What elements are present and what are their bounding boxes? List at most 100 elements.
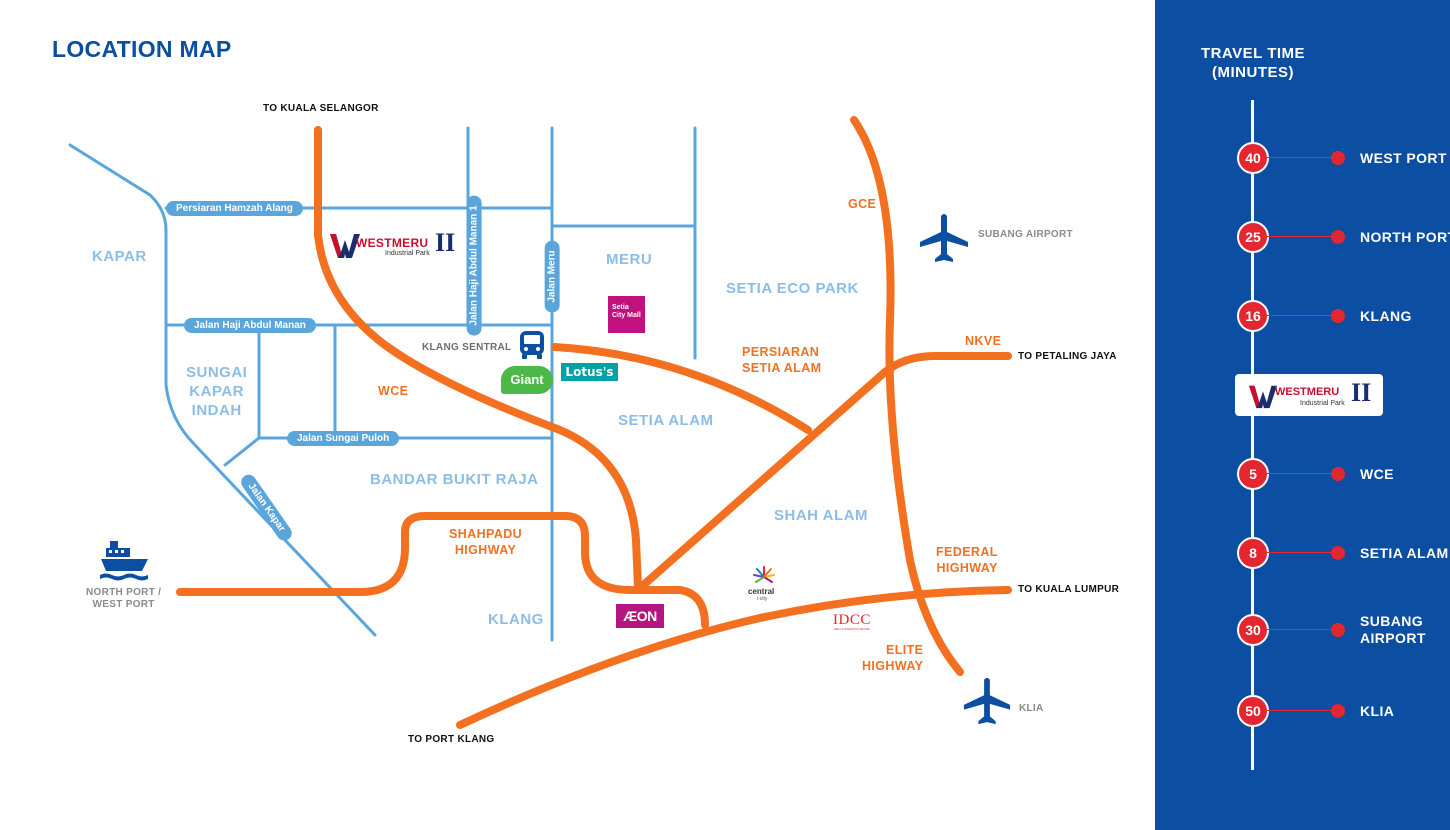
destination-dot [1331, 623, 1345, 637]
phase-numeral: II [435, 228, 456, 257]
minutes-badge: 30 [1237, 614, 1269, 646]
bus-icon [520, 331, 544, 359]
destination-label: WEST PORT [1360, 150, 1447, 166]
destination-label: WCE [1360, 466, 1394, 482]
highway-nkve [636, 352, 1012, 592]
direction-kuala-selangor: TO KUALA SELANGOR [263, 103, 379, 114]
street-jalan-haji-abdul-manan-1: Jalan Haji Abdul Manan 1 [466, 195, 482, 336]
central-sub-text: i-city [757, 596, 768, 602]
direction-kuala-lumpur: TO KUALA LUMPUR [1018, 584, 1120, 595]
area-klang: KLANG [488, 611, 544, 628]
destination-label: KLIA [1360, 703, 1395, 719]
street-jalan-sungai-puloh: Jalan Sungai Puloh [287, 431, 400, 446]
connector-line [1267, 629, 1337, 630]
area-sungai-kapar-indah: SUNGAI KAPAR INDAH [186, 364, 248, 419]
label-subang-airport: SUBANG AIRPORT [978, 229, 1073, 240]
area-meru: MERU [606, 251, 653, 268]
minutes-badge: 25 [1237, 221, 1269, 253]
map-roads [68, 116, 1012, 729]
minutes-badge: 40 [1237, 142, 1269, 174]
destination-dot [1331, 467, 1345, 481]
lotus-badge: Lotus's [561, 363, 618, 381]
airplane-icon [963, 677, 1011, 725]
area-bandar-bukit-raja: BANDAR BUKIT RAJA [370, 471, 539, 488]
destination-label: SETIA ALAM [1360, 545, 1449, 561]
connector-line [1267, 710, 1337, 711]
setia-city-mall-badge: Setia City Mall [608, 296, 645, 333]
destination-dot [1331, 309, 1345, 323]
label-elite-highway: ELITE HIGHWAY [862, 643, 924, 673]
travel-time-panel: TRAVEL TIME (MINUTES) 40 WEST PORT 25 NO… [1155, 0, 1450, 830]
central-i-city-badge: central i-city [746, 565, 782, 607]
street-persiaran-hamzah-alang: Persiaran Hamzah Alang [166, 201, 303, 216]
area-setia-alam: SETIA ALAM [618, 412, 714, 429]
label-persiaran-setia-alam: PERSIARAN SETIA ALAM [742, 345, 822, 375]
minutes-badge: 50 [1237, 695, 1269, 727]
highway-persiaran-setia-alam [551, 343, 812, 434]
timeline-line [1251, 100, 1254, 770]
central-burst-icon [753, 566, 775, 583]
area-setia-eco-park: SETIA ECO PARK [726, 280, 859, 297]
aeon-badge: ÆON [616, 604, 664, 628]
destination-dot [1331, 546, 1345, 560]
destination-dot [1331, 151, 1345, 165]
highway-gce [850, 116, 964, 676]
giant-badge: Giant [501, 366, 553, 394]
connector-line [1267, 315, 1337, 316]
connector-line [1267, 236, 1337, 237]
label-nkve: NKVE [965, 334, 1002, 348]
minutes-badge: 5 [1237, 458, 1269, 490]
industrial-park-text: Industrial Park [1300, 400, 1345, 407]
destination-label: NORTH PORT [1360, 229, 1450, 245]
idcc-text: IDCC [833, 612, 871, 628]
label-north-port: NORTH PORT / WEST PORT [86, 587, 162, 610]
location-map: LOCATION MAP KAPAR MERU SETIA ECO PARK S… [52, 36, 1120, 745]
idcc-badge: IDCC IDEAL CONVENTION CENTRE [833, 612, 881, 634]
label-shahpadu-highway: SHAHPADU HIGHWAY [449, 527, 523, 557]
ship-icon [100, 541, 148, 581]
travel-time-heading: TRAVEL TIME (MINUTES) [1200, 45, 1306, 81]
travel-item: 16 KLANG [1155, 300, 1450, 332]
minutes-badge: 16 [1237, 300, 1269, 332]
travel-item: 50 KLIA [1155, 695, 1450, 727]
travel-item: 40 WEST PORT [1155, 142, 1450, 174]
connector-line [1267, 157, 1337, 158]
direction-petaling-jaya: TO PETALING JAYA [1018, 351, 1117, 362]
highway-shahpadu [176, 512, 709, 629]
westmeru-mark-icon [1249, 385, 1277, 409]
street-jalan-meru: Jalan Meru [544, 240, 560, 313]
destination-dot [1331, 230, 1345, 244]
travel-item: 30 SUBANG AIRPORT [1155, 613, 1450, 646]
westmeru-text: WESTMERU [356, 236, 429, 250]
westmeru-mark-icon [330, 234, 360, 258]
travel-item: 5 WCE [1155, 458, 1450, 490]
label-klang-sentral: KLANG SENTRAL [422, 342, 512, 353]
road-kapar-main [68, 143, 377, 637]
area-shah-alam: SHAH ALAM [774, 507, 868, 524]
airplane-icon [920, 214, 968, 262]
label-federal-highway: FEDERAL HIGHWAY [936, 545, 998, 575]
phase-numeral: II [1351, 378, 1372, 407]
westmeru-logo: WESTMERU Industrial Park II [330, 228, 456, 262]
label-klia: KLIA [1019, 703, 1044, 714]
central-text: central [748, 587, 775, 596]
idcc-sub-text: IDEAL CONVENTION CENTRE [834, 628, 870, 631]
travel-item: 25 NORTH PORT [1155, 221, 1450, 253]
label-gce: GCE [848, 197, 877, 211]
minutes-badge: 8 [1237, 537, 1269, 569]
highway-wce [314, 126, 642, 592]
page-title: LOCATION MAP [52, 36, 232, 62]
direction-port-klang: TO PORT KLANG [408, 734, 495, 745]
road-branch-3 [223, 436, 261, 467]
destination-dot [1331, 704, 1345, 718]
label-wce: WCE [378, 384, 409, 398]
connector-line [1267, 473, 1337, 474]
street-jalan-haji-abdul-manan: Jalan Haji Abdul Manan [184, 318, 316, 333]
connector-line [1267, 552, 1337, 553]
area-kapar: KAPAR [92, 248, 147, 265]
travel-item: 8 SETIA ALAM [1155, 537, 1450, 569]
westmeru-logo: WESTMERU Industrial Park II [1235, 374, 1383, 416]
highway-federal [456, 586, 1012, 729]
destination-label: KLANG [1360, 308, 1412, 324]
westmeru-text: WESTMERU [1275, 386, 1340, 398]
